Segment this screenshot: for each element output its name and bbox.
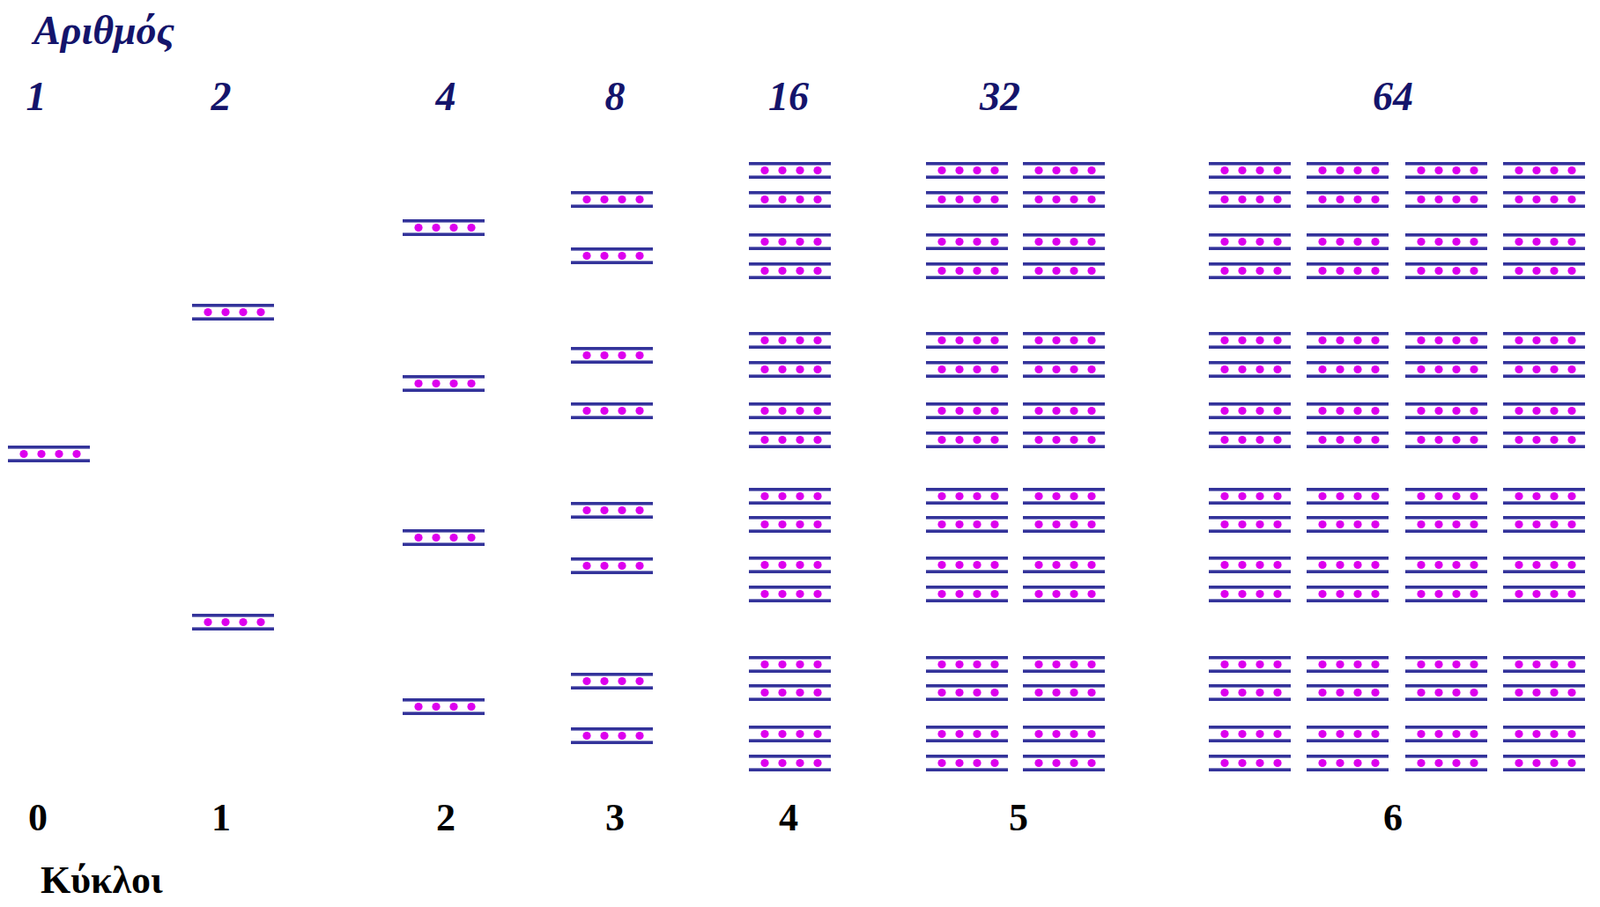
cycle-number: 4 (778, 799, 799, 838)
cycle-number: 3 (605, 799, 625, 838)
count-number: 4 (436, 76, 457, 118)
cycle-number: 0 (28, 799, 48, 838)
cycle-number: 1 (211, 799, 231, 838)
cycle-number: 2 (436, 799, 456, 838)
count-number: 64 (1372, 76, 1414, 118)
count-number: 1 (26, 76, 47, 118)
count-number: 2 (211, 76, 232, 118)
axis-title: Κύκλοι (40, 861, 163, 901)
count-number: 8 (605, 76, 626, 118)
cycle-number: 6 (1383, 799, 1403, 838)
count-number: 16 (768, 76, 809, 118)
axis-title: Αριθμός (33, 10, 175, 52)
cycle-number: 5 (1008, 799, 1029, 838)
count-number: 32 (979, 76, 1021, 118)
